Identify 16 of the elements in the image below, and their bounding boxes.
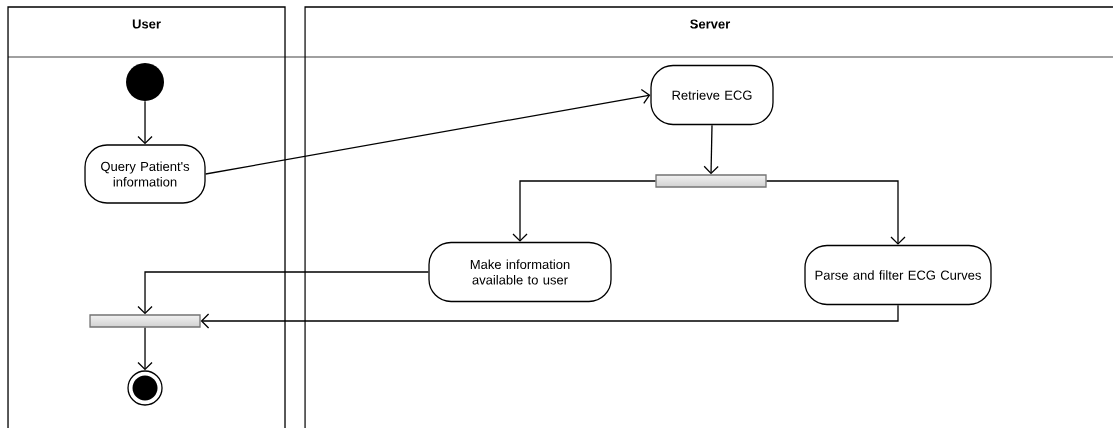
action-box: Make information available to user [428,241,612,303]
arrow [200,304,899,329]
arrow [137,100,153,145]
end-node [127,370,163,406]
sync-bar [655,174,767,188]
action-box: Retrieve ECG [650,64,774,126]
arrow [137,271,429,315]
arrow [766,180,906,245]
arrow [137,327,153,371]
action-box: Query Patient's information [84,144,206,204]
action-box: Parse and filter ECG Curves [804,244,992,306]
arrow [512,180,656,242]
arrow [703,124,719,175]
sync-bar [89,314,201,328]
start-node [126,63,164,101]
arrow [205,88,651,175]
